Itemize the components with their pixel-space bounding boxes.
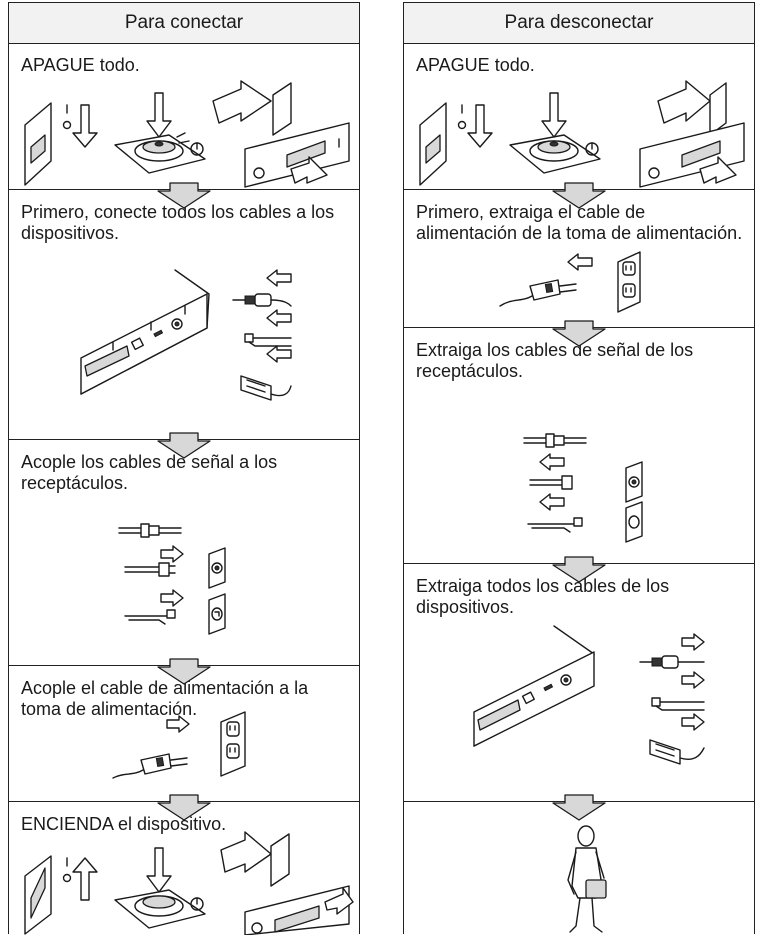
power-cable-icon: [639, 655, 705, 669]
flow-arrow-icon: [552, 182, 606, 209]
power-plug-icon: [212, 80, 292, 136]
panel-switch-icon: [244, 122, 350, 188]
laptop-icon: [473, 625, 595, 747]
panel-switch-icon: [244, 885, 354, 935]
device-cables-illustration: [80, 269, 292, 401]
flow-arrow-icon: [552, 794, 606, 821]
connect-step-cables-devices: Primero, conecte todos los cables a los …: [9, 189, 359, 439]
disconnect-step-power-outlet: Primero, extraiga el cable de alimentaci…: [404, 189, 754, 327]
person-walking-illustration: [567, 825, 607, 933]
left-arrow-icon: [539, 493, 565, 511]
right-arrow-icon: [160, 545, 184, 563]
flow-arrow-icon: [157, 182, 211, 209]
disconnect-step-power-off: APAGUE todo.: [404, 43, 754, 189]
connect-step-4-text: Acople el cable de alimentación a la tom…: [21, 678, 309, 719]
coax-plug-icon: [529, 475, 573, 490]
phone-cable-icon: [651, 697, 705, 711]
power-off-illustration: [419, 80, 745, 188]
wall-outlet-icon: [220, 711, 246, 777]
flow-arrow-icon: [157, 794, 211, 821]
connect-step-power-off: APAGUE todo.: [9, 43, 359, 189]
phone-outlet-icon: [625, 501, 643, 543]
device-cables-illustration: [473, 625, 705, 765]
connect-column: Para conectar APAGUE todo.: [8, 2, 360, 935]
left-arrow-icon: [567, 253, 593, 271]
connect-step-3-text: Acople los cables de señal a los receptá…: [21, 452, 278, 493]
right-arrow-icon: [681, 671, 705, 689]
disconnect-step-4-text: Extraiga todos los cables de los disposi…: [416, 576, 670, 617]
power-button-icon: [114, 847, 206, 929]
left-arrow-icon: [266, 345, 292, 363]
down-arrow-icon: [72, 104, 98, 148]
power-cable-icon: [232, 293, 292, 307]
phone-outlet-icon: [208, 593, 226, 635]
disconnect-step-cables-devices: Extraiga todos los cables de los disposi…: [404, 563, 754, 801]
disconnect-step-1-text: APAGUE todo.: [416, 55, 535, 75]
usb-cable-icon: [240, 375, 292, 401]
power-button-icon: [509, 92, 601, 174]
power-on-illustration: [24, 831, 354, 935]
disconnect-header: Para desconectar: [404, 2, 754, 44]
flow-arrow-icon: [157, 658, 211, 685]
power-button-icon: [114, 92, 206, 174]
power-plug-cable-icon: [112, 753, 188, 779]
left-arrow-icon: [539, 453, 565, 471]
coax-plug-icon: [124, 562, 176, 577]
up-arrow-icon: [72, 857, 98, 901]
wall-outlet-icon: [617, 251, 641, 313]
power-off-illustration: [24, 80, 350, 188]
power-plug-icon: [657, 80, 727, 136]
connect-header: Para conectar: [9, 2, 359, 44]
unplug-power-illustration: [499, 251, 641, 313]
panel-switch-icon: [639, 122, 745, 188]
flow-arrow-icon: [157, 432, 211, 459]
usb-cable-icon: [649, 739, 705, 765]
disconnect-step-3-text: Extraiga los cables de señal de los rece…: [416, 340, 694, 381]
right-arrow-icon: [681, 633, 705, 651]
power-plug-icon: [220, 831, 290, 887]
left-arrow-icon: [266, 309, 292, 327]
phone-cable-icon: [244, 333, 292, 347]
right-arrow-icon: [681, 713, 705, 731]
down-arrow-icon: [467, 104, 493, 148]
right-arrow-icon: [160, 589, 184, 607]
connect-step-2-text: Primero, conecte todos los cables a los …: [21, 202, 335, 243]
disconnect-step-signal-cables: Extraiga los cables de señal de los rece…: [404, 327, 754, 563]
flow-arrow-icon: [552, 556, 606, 583]
coax-cable-icon: [523, 433, 587, 448]
left-arrow-icon: [266, 269, 292, 287]
wall-switch-icon: [24, 102, 72, 186]
coax-cable-icon: [118, 523, 182, 538]
wall-switch-icon: [419, 102, 467, 186]
briefcase-icon: [585, 879, 607, 899]
coax-outlet-icon: [208, 547, 226, 589]
signal-cables-illustration: [118, 523, 226, 635]
right-arrow-icon: [166, 715, 190, 733]
connect-step-power-on: ENCIENDA el dispositivo.: [9, 801, 359, 935]
phone-plug-icon: [124, 609, 176, 625]
coax-outlet-icon: [625, 461, 643, 503]
connect-step-5-text: ENCIENDA el dispositivo.: [21, 814, 227, 834]
power-plug-cable-icon: [499, 279, 577, 307]
connect-step-1-text: APAGUE todo.: [21, 55, 140, 75]
flow-arrow-icon: [552, 320, 606, 347]
wall-switch-icon: [24, 855, 72, 935]
person-icon: [567, 825, 607, 933]
power-outlet-illustration: [112, 711, 246, 779]
disconnect-column: Para desconectar APAGUE todo.: [403, 2, 755, 934]
phone-plug-icon: [527, 517, 583, 533]
signal-cables-illustration: [523, 433, 643, 543]
laptop-icon: [80, 269, 210, 395]
disconnect-step-2-text: Primero, extraiga el cable de alimentaci…: [416, 202, 743, 243]
connect-step-signal-cables: Acople los cables de señal a los receptá…: [9, 439, 359, 665]
